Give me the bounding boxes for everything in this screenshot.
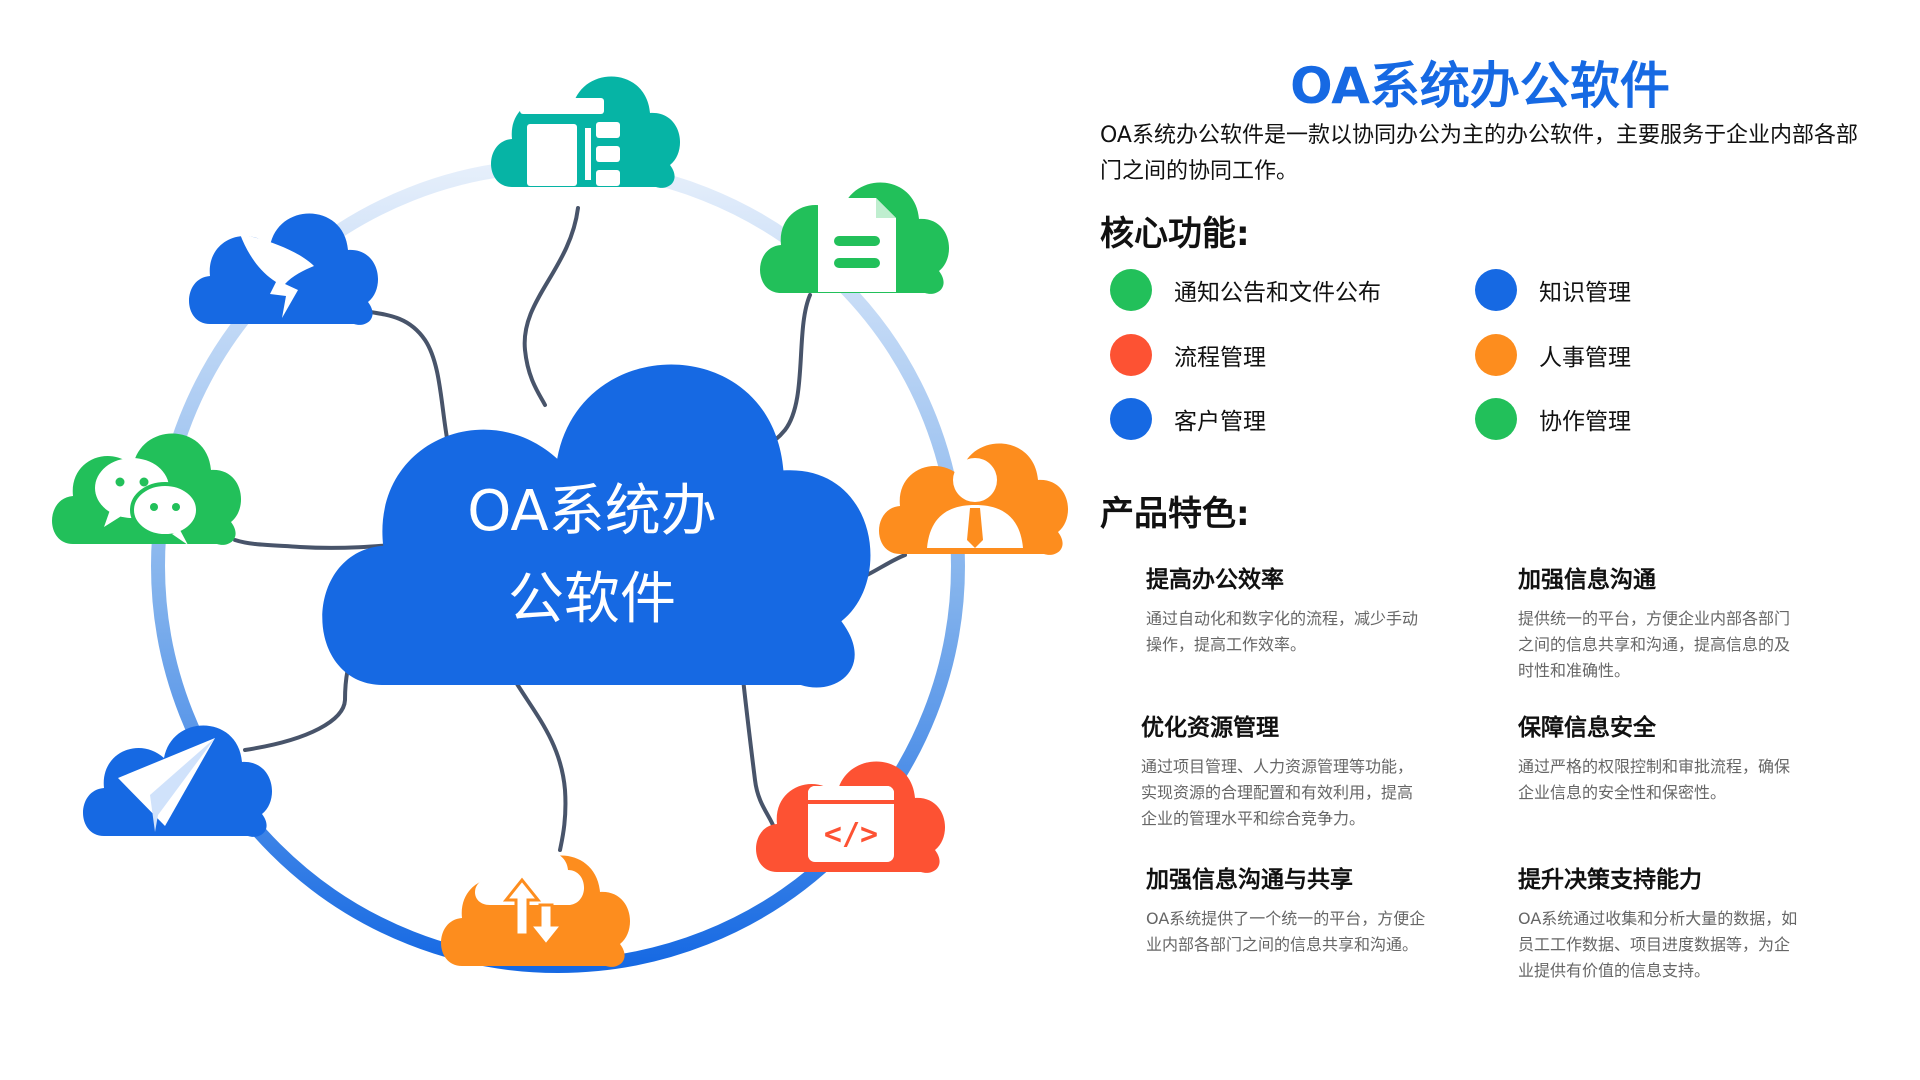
core-function-item: 人事管理 — [1475, 333, 1631, 377]
status-dot-icon — [1110, 269, 1152, 311]
cloud-sync-icon — [475, 851, 585, 948]
core-function-item: 客户管理 — [1110, 397, 1266, 441]
feature-description: OA系统通过收集和分析大量的数据，如员工工作数据、项目进度数据等，为企业提供有价… — [1518, 909, 1798, 980]
ecosystem-diagram: OA系统办 公软件 — [52, 76, 1069, 973]
core-function-label: 客户管理 — [1174, 409, 1266, 435]
feature-card: 提升决策支持能力 OA系统通过收集和分析大量的数据，如员工工作数据、项目进度数据… — [1518, 860, 1798, 984]
page-description: OA系统办公软件是一款以协同办公为主的办公软件，主要服务于企业内部各部门之间的协… — [1100, 123, 1858, 184]
core-function-item: 通知公告和文件公布 — [1110, 268, 1381, 312]
center-title-line2: 公软件 — [508, 567, 676, 632]
node-cloud-sync[interactable] — [441, 851, 631, 967]
status-dot-icon — [1475, 269, 1517, 311]
feature-description: OA系统提供了一个统一的平台，方便企业内部各部门之间的信息共享和沟通。 — [1146, 909, 1426, 954]
core-functions-heading: 核心功能: — [1100, 214, 1250, 254]
feature-title: 加强信息沟通与共享 — [1146, 867, 1353, 893]
status-dot-icon — [1110, 334, 1152, 376]
svg-text:</>: </> — [824, 817, 878, 852]
status-dot-icon — [1475, 334, 1517, 376]
node-document[interactable] — [760, 182, 950, 294]
code-icon: </> — [808, 786, 894, 862]
feature-description: 通过项目管理、人力资源管理等功能，实现资源的合理配置和有效利用，提高企业的管理水… — [1141, 757, 1414, 828]
core-function-label: 流程管理 — [1174, 345, 1266, 371]
core-function-label: 人事管理 — [1539, 345, 1631, 371]
user-manager-icon — [927, 458, 1023, 548]
product-features-heading: 产品特色: — [1100, 494, 1250, 534]
node-org-chart[interactable] — [491, 76, 681, 188]
core-function-item: 流程管理 — [1110, 333, 1266, 377]
core-function-item: 知识管理 — [1475, 268, 1631, 312]
center-title-line1: OA系统办 — [467, 479, 716, 544]
node-user-manager[interactable] — [879, 443, 1069, 555]
feature-title: 提高办公效率 — [1146, 567, 1284, 593]
org-chart-icon — [520, 98, 620, 186]
feature-description: 提供统一的平台，方便企业内部各部门之间的信息共享和沟通，提高信息的及时性和准确性… — [1518, 609, 1791, 680]
feature-card: 优化资源管理 通过项目管理、人力资源管理等功能，实现资源的合理配置和有效利用，提… — [1141, 708, 1421, 832]
status-dot-icon — [1110, 398, 1152, 440]
core-function-label: 知识管理 — [1539, 280, 1631, 306]
core-function-item: 协作管理 — [1475, 397, 1631, 441]
node-wechat[interactable] — [52, 433, 242, 545]
dingtalk-icon — [240, 234, 314, 318]
document-icon — [818, 198, 896, 292]
feature-card: 加强信息沟通与共享 OA系统提供了一个统一的平台，方便企业内部各部门之间的信息共… — [1146, 860, 1426, 958]
wechat-icon — [95, 458, 200, 545]
node-dingtalk[interactable] — [189, 213, 379, 325]
feature-title: 优化资源管理 — [1141, 715, 1279, 741]
feature-card: 提高办公效率 通过自动化和数字化的流程，减少手动操作，提高工作效率。 — [1146, 560, 1426, 658]
feature-description: 通过严格的权限控制和审批流程，确保企业信息的安全性和保密性。 — [1518, 757, 1791, 802]
core-function-label: 协作管理 — [1539, 409, 1631, 435]
feature-card: 保障信息安全 通过严格的权限控制和审批流程，确保企业信息的安全性和保密性。 — [1518, 708, 1798, 806]
feature-title: 保障信息安全 — [1518, 715, 1656, 741]
feature-title: 提升决策支持能力 — [1518, 867, 1702, 893]
node-code[interactable]: </> — [756, 761, 946, 873]
feature-title: 加强信息沟通 — [1518, 567, 1656, 593]
core-function-label: 通知公告和文件公布 — [1174, 280, 1381, 306]
paper-plane-icon — [118, 738, 215, 832]
feature-card: 加强信息沟通 提供统一的平台，方便企业内部各部门之间的信息共享和沟通，提高信息的… — [1518, 560, 1798, 684]
node-paper-plane[interactable] — [83, 725, 273, 837]
page-title: OA系统办公软件 — [1290, 57, 1670, 115]
feature-description: 通过自动化和数字化的流程，减少手动操作，提高工作效率。 — [1146, 609, 1419, 654]
status-dot-icon — [1475, 398, 1517, 440]
